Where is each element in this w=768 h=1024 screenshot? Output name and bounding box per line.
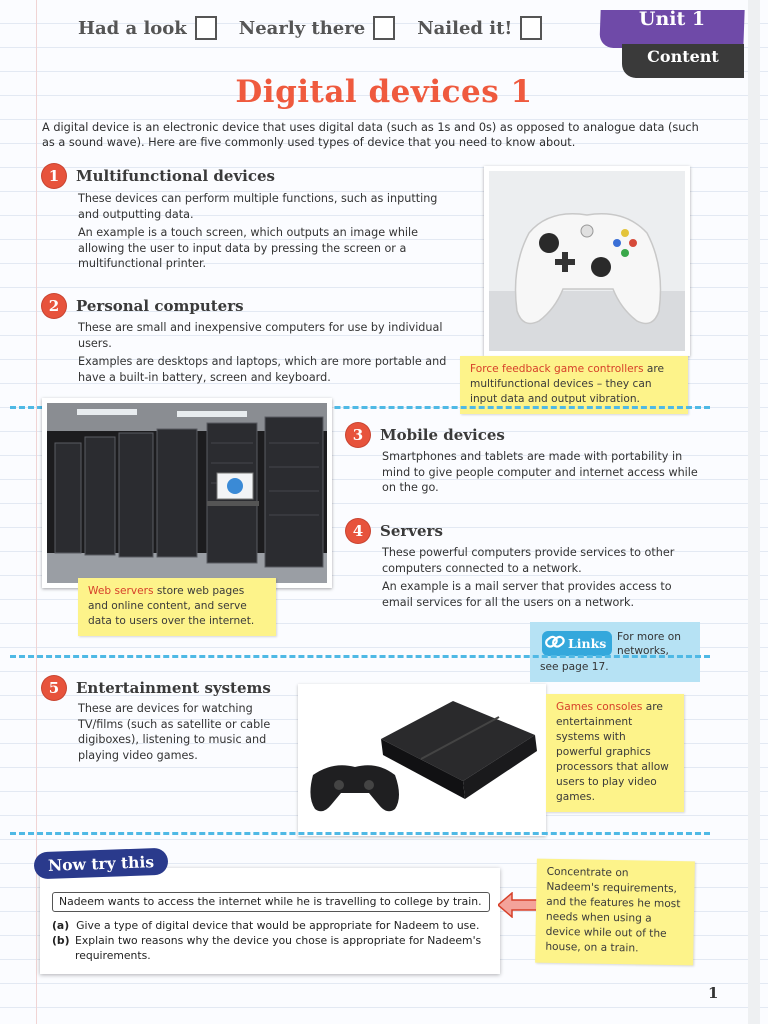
game-controller-image	[489, 171, 685, 351]
nearly-there-checkbox[interactable]	[373, 16, 396, 40]
margin-line	[36, 0, 37, 1024]
section-divider	[10, 406, 710, 409]
unit-tab-label: Unit 1	[638, 8, 706, 30]
scenario-question: Nadeem wants to access the internet whil…	[52, 892, 490, 912]
arrow-left-icon	[496, 891, 539, 922]
section-4-heading: 4 Servers	[346, 519, 443, 543]
now-try-this-card	[40, 868, 500, 974]
section-3-heading: 3 Mobile devices	[346, 423, 505, 447]
page-title: Digital devices 1	[235, 74, 533, 110]
part-text: Explain two reasons why the device you c…	[75, 934, 482, 962]
section-1-body: These devices can perform multiple funct…	[78, 191, 456, 275]
section-title: Multifunctional devices	[76, 167, 275, 185]
section-5-heading: 5 Entertainment systems	[42, 676, 271, 700]
section-paragraph: An example is a touch screen, which outp…	[78, 226, 419, 270]
section-divider	[10, 655, 710, 658]
section-paragraph: These are small and inexpensive computer…	[78, 321, 443, 350]
links-text: For more on networks,	[617, 631, 681, 657]
question-part-b: (b) Explain two reasons why the device y…	[52, 933, 492, 963]
note-highlight: Games consoles	[556, 701, 643, 713]
part-letter: (a)	[52, 919, 70, 932]
server-room-photo	[42, 398, 332, 588]
intro-text: A digital device is an electronic device…	[42, 121, 699, 149]
section-number-badge: 4	[346, 519, 370, 543]
section-5-body: These are devices for watching TV/films …	[78, 701, 300, 766]
section-paragraph: These powerful computers provide service…	[382, 546, 675, 575]
section-number-badge: 1	[42, 164, 66, 188]
note-text: Concentrate on Nadeem's requirements, an…	[545, 865, 681, 955]
progress-label: Had a look	[78, 17, 187, 39]
content-tab	[622, 44, 744, 78]
section-number-badge: 2	[42, 294, 66, 318]
part-text: Give a type of digital device that would…	[76, 919, 480, 932]
links-page-reference[interactable]: see page 17.	[540, 661, 609, 673]
section-4-body: These powerful computers provide service…	[382, 545, 702, 613]
section-paragraph: These devices can perform multiple funct…	[78, 192, 438, 221]
section-paragraph: These are devices for watching TV/films …	[78, 702, 271, 762]
note-text: are entertainment systems with powerful …	[556, 701, 669, 803]
games-console-image	[303, 689, 541, 831]
question-part-a: (a) Give a type of digital device that w…	[52, 918, 492, 933]
section-number-badge: 3	[346, 423, 370, 447]
question-parts: (a) Give a type of digital device that w…	[52, 918, 492, 963]
page-number: 1	[708, 984, 719, 1002]
section-paragraph: An example is a mail server that provide…	[382, 580, 672, 609]
page-edge	[748, 0, 760, 1024]
section-3-body: Smartphones and tablets are made with po…	[382, 449, 702, 499]
progress-tracker: Had a look Nearly there Nailed it!	[78, 16, 543, 40]
section-title: Entertainment systems	[76, 679, 271, 697]
links-badge[interactable]: Links	[542, 631, 613, 656]
progress-label: Nailed it!	[417, 17, 513, 39]
section-paragraph: Smartphones and tablets are made with po…	[382, 450, 698, 494]
progress-had-a-look: Had a look	[78, 16, 217, 40]
progress-nearly-there: Nearly there	[238, 16, 396, 40]
nailed-it-checkbox[interactable]	[520, 16, 543, 40]
server-note: Web servers store web pages and online c…	[78, 578, 276, 636]
section-divider	[10, 832, 710, 835]
content-tab-label: Content	[647, 47, 719, 66]
had-a-look-checkbox[interactable]	[194, 16, 217, 40]
now-try-this-badge: Now try this	[33, 847, 169, 880]
section-title: Mobile devices	[380, 426, 505, 444]
controller-note: Force feedback game controllers are mult…	[460, 356, 688, 414]
section-number-badge: 5	[42, 676, 66, 700]
section-2-body: These are small and inexpensive computer…	[78, 320, 458, 388]
server-rack-image	[47, 403, 327, 583]
note-text: store web pages and online content, and …	[88, 585, 255, 627]
progress-label: Nearly there	[238, 17, 366, 39]
section-title: Servers	[380, 522, 443, 540]
section-1-heading: 1 Multifunctional devices	[42, 164, 275, 188]
progress-nailed-it: Nailed it!	[417, 16, 543, 40]
note-text: are multifunctional devices – they can i…	[470, 363, 665, 405]
tip-note: Concentrate on Nadeem's requirements, an…	[535, 858, 695, 966]
note-highlight: Force feedback game controllers	[470, 363, 644, 375]
section-2-heading: 2 Personal computers	[42, 294, 244, 318]
link-chain-icon	[545, 633, 565, 654]
section-title: Personal computers	[76, 297, 244, 315]
game-controller-photo	[484, 166, 690, 356]
console-note: Games consoles are entertainment systems…	[546, 694, 684, 812]
note-highlight: Web servers	[88, 585, 154, 597]
links-label: Links	[568, 635, 607, 651]
links-box[interactable]: Links For more on networks, see page 17.	[530, 622, 700, 682]
section-paragraph: Examples are desktops and laptops, which…	[78, 355, 447, 384]
games-console-photo	[298, 684, 546, 836]
part-letter: (b)	[52, 934, 70, 947]
